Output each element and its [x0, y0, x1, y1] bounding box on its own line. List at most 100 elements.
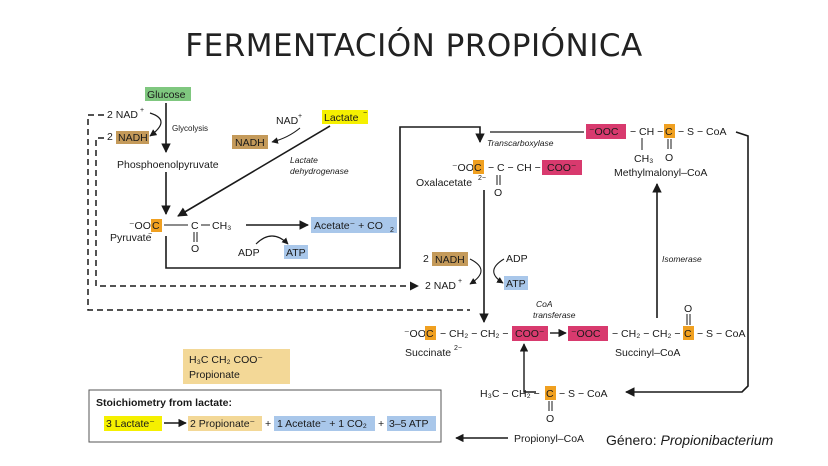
propionate-label: Propionate: [189, 369, 240, 381]
nadh-top-box: [116, 131, 149, 144]
lactate-dh-label-2: dehydrogenase: [290, 166, 349, 176]
lactate-top-sup: −: [363, 110, 367, 117]
oxalacetate-label: Oxalacetate: [416, 177, 472, 189]
methylmalonyl-ch3: CH₃: [634, 153, 653, 165]
acetate-co2: Acetate⁻ + CO: [314, 220, 383, 232]
succinate-sup: 2−: [454, 345, 462, 352]
methylmalonyl-label: Methylmalonyl–CoA: [614, 167, 707, 179]
propionate-formula: H₃C CH₂ COO⁻: [189, 354, 263, 366]
coa-transferase-2: transferase: [533, 310, 576, 320]
methylmalonyl-ch: − CH −: [630, 126, 663, 138]
succinate-carbon: C: [426, 328, 434, 340]
pyruvate-label: Pyruvate: [110, 232, 152, 244]
atp-2-box: [504, 276, 528, 290]
coa-transferase-1: CoA: [536, 299, 553, 309]
propionate-box: [183, 349, 290, 384]
genus-label: Género:: [606, 432, 657, 448]
isomerase-label: Isomerase: [662, 254, 702, 264]
lactate-nad-curve: [271, 127, 301, 144]
pyruvate-carbon: C: [152, 220, 160, 232]
nad-plus-mid: NAD: [276, 115, 299, 127]
succinyl-carbon: C: [684, 328, 692, 340]
pep-label: Phosphoenolpyruvate: [117, 159, 219, 171]
succinyl-label: Succinyl–CoA: [615, 347, 680, 359]
atp-1-box: [284, 245, 308, 259]
stoich-atp-box: [387, 416, 436, 431]
propionyl-to-succinate-arrow: [519, 343, 536, 393]
propionyl-carbon: C: [546, 388, 554, 400]
nadh-low-box: [432, 252, 468, 266]
succinyl-oxygen: O: [684, 303, 692, 315]
glucose-box: [145, 87, 191, 101]
pyruvate-c2: C: [191, 220, 199, 232]
oxalacetate-carbon-box: [473, 160, 484, 174]
stoich-plus-2: +: [378, 418, 384, 430]
stoich-acetate: 1 Acetate⁻ + 1 CO₂: [277, 418, 367, 430]
stoich-propionate-box: [188, 416, 262, 431]
stoich-lactate-box: [104, 416, 162, 431]
page-title: FERMENTACIÓN PROPIÓNICA: [185, 28, 643, 64]
pyruvate-carbon-box: [151, 219, 162, 232]
nadh-top-coef: 2: [107, 131, 113, 143]
atp-1: ATP: [286, 247, 306, 259]
stoich-atp: 3–5 ATP: [389, 418, 429, 430]
stoich-plus-1: +: [265, 418, 271, 430]
propionyl-label: Propionyl–CoA: [514, 433, 584, 445]
methylmalonyl-carbon-box: [664, 124, 675, 138]
acetate-co2-sub: 2: [390, 227, 394, 234]
nad-plus-top-sup: +: [140, 107, 144, 114]
succinate-formula-b: − CH₂ − CH₂ −: [440, 328, 509, 340]
succinyl-pink-box: [568, 326, 608, 341]
nad-plus-low: 2 NAD: [425, 280, 456, 292]
stoich-propionate: 2 Propionate⁻: [190, 418, 256, 430]
nad-plus-low-sup: +: [458, 278, 462, 285]
methylmalonyl-pink-box: [586, 124, 626, 139]
pyruvate-to-oxalacetate-path: [165, 126, 485, 269]
propionyl-scoa: − S − CoA: [559, 388, 607, 400]
adp-atp-curve-2: [493, 258, 505, 284]
stoich-lactate: 3 Lactate⁻: [106, 418, 155, 430]
pyruvate-sup: −: [148, 231, 152, 238]
succinate-pink-box: [512, 326, 548, 341]
succinate-formula-a: ⁻OO: [404, 328, 426, 340]
lactate-to-pyruvate-arrow: [177, 125, 331, 217]
nadh-mid-label: NADH: [235, 137, 265, 149]
lactate-top-label: Lactate: [324, 112, 359, 124]
methylmalonyl-oxygen: O: [665, 152, 673, 164]
genus-caption: Género: Propionibacterium: [606, 432, 773, 448]
adp-atp-curve-1: [255, 235, 289, 245]
propionyl-carbon-box: [545, 386, 556, 400]
nadh-top-label: NADH: [118, 132, 148, 144]
lactate-dh-label-1: Lactate: [290, 155, 318, 165]
nadh-nad-curve: [469, 258, 482, 285]
acetate-co2-box: [311, 217, 397, 233]
nad-plus-mid-sup: +: [298, 113, 302, 120]
succinyl-carbon-box: [683, 326, 694, 340]
oxalacetate-formula-a: ⁻OO: [452, 162, 474, 174]
atp-2: ATP: [506, 278, 526, 290]
dashed-recycle-outer: [87, 114, 470, 311]
methylmalonyl-carbon: C: [665, 126, 673, 138]
genus-name: Propionibacterium: [660, 432, 774, 448]
oxalacetate-oxygen: O: [494, 187, 502, 199]
methylmalonyl-cooh: ⁻OOC: [589, 126, 619, 138]
succinate-carbon-box: [425, 326, 436, 340]
nad-to-nadh-curve: [149, 112, 162, 137]
oxalacetate-formula-b: − C − CH −: [488, 162, 541, 174]
stoich-acetate-box: [274, 416, 375, 431]
dashed-recycle-inner: [95, 137, 419, 291]
pyruvate-oxygen: O: [191, 243, 199, 255]
succinyl-formula: − CH₂ − CH₂ −: [612, 328, 681, 340]
nadh-low-label: NADH: [435, 254, 465, 266]
succinate-label: Succinate: [405, 347, 451, 359]
oxalacetate-pink-box: [542, 160, 582, 175]
oxalacetate-coo: COO⁻: [547, 162, 577, 174]
pyruvate-formula-a: ⁻OO: [129, 220, 151, 232]
lactate-top-box: [322, 110, 368, 124]
oxalacetate-carbon: C: [474, 162, 482, 174]
methylmalonyl-to-propionyl-path: [625, 131, 749, 397]
propionyl-formula-a: H₃C − CH₂ −: [480, 388, 540, 400]
propionyl-oxygen: O: [546, 413, 554, 425]
oxalacetate-sup: 2−: [478, 175, 486, 182]
